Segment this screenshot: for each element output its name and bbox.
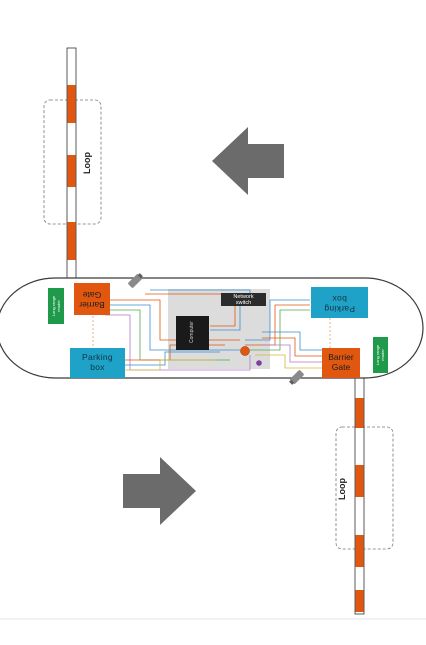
- junction-node-purple: [256, 360, 262, 366]
- reader-left-label: Long range reader: [51, 288, 61, 324]
- loop-top-label: Loop: [82, 152, 92, 174]
- parking-box-left-line2: box: [90, 362, 105, 372]
- computer-box: [176, 316, 209, 350]
- reader-left-line2: reader: [56, 300, 61, 312]
- barrier-gate-bottom-line2: Gate: [331, 362, 351, 372]
- reader-right-line2: reader: [380, 349, 385, 361]
- barrier-arm-bottom: [354, 369, 365, 615]
- barrier-gate-top-line2: Gate: [82, 290, 102, 300]
- parking-box-right-line2: box: [332, 294, 347, 304]
- arrow-right-icon: [123, 457, 196, 525]
- barrier-arm-top: [66, 47, 77, 293]
- parking-box-left-label: Parking box: [70, 352, 125, 374]
- barrier-gate-bottom-line1: Barrier: [328, 352, 354, 362]
- parking-box-right-line1: Parking: [324, 304, 355, 314]
- reader-left-box: [48, 288, 64, 324]
- barrier-gate-top-box: [74, 283, 110, 315]
- parking-box-left-line1: Parking: [82, 352, 113, 362]
- network-switch-line2: switch: [235, 300, 252, 306]
- loop-bottom-zone: [335, 426, 394, 550]
- parking-box-left-box: [70, 348, 125, 378]
- barrier-gate-top-line1: Barrier: [79, 300, 105, 310]
- arrow-left-icon: [212, 127, 284, 195]
- parking-box-right-label: Parking box: [311, 292, 368, 314]
- reader-right-label: Long range reader: [375, 337, 385, 373]
- camera-icon-top: [128, 273, 143, 288]
- parking-box-right-box: [311, 287, 368, 318]
- barrier-gate-bottom-label: Barrier Gate: [322, 352, 360, 374]
- barrier-gate-top-label: Barrier Gate: [74, 288, 110, 310]
- network-switch-line1: Network: [233, 294, 254, 300]
- network-switch-label: Network switch: [221, 294, 266, 306]
- loop-bottom-label: Loop: [337, 478, 347, 500]
- cable-bundle: [105, 289, 322, 371]
- network-switch-box: [221, 293, 266, 306]
- junction-node-orange: [240, 346, 250, 356]
- reader-right-box: [373, 337, 388, 373]
- camera-icon-bottom: [289, 370, 304, 385]
- computer-label: Computer: [189, 321, 195, 343]
- barrier-gate-bottom-box: [322, 348, 360, 378]
